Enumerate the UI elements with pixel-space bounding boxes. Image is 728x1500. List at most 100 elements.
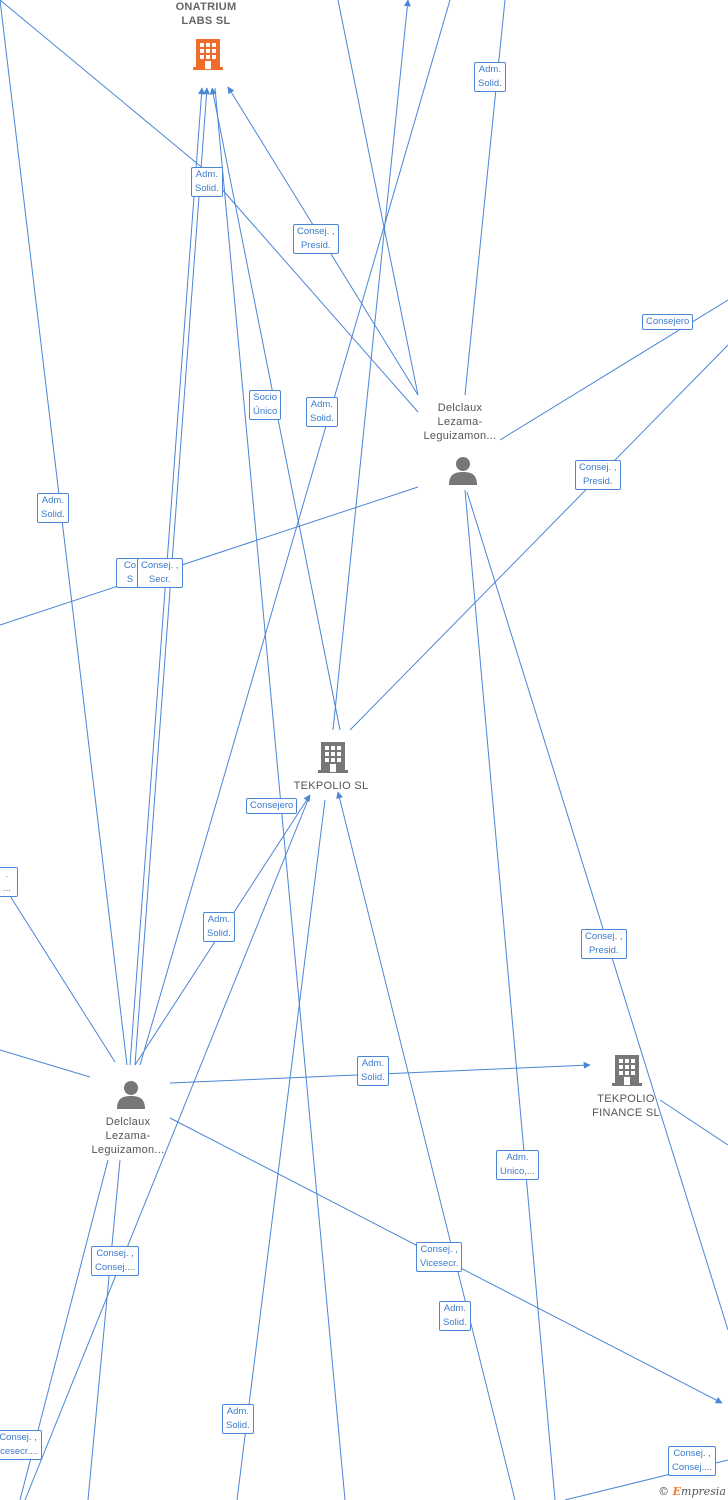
- relationship-edge: [0, 0, 128, 1066]
- edge-label[interactable]: Consej. , Secr.: [137, 558, 183, 588]
- edge-label-line: Adm.: [478, 64, 501, 75]
- edge-label-line: Consej. ,: [579, 462, 617, 473]
- person-name-line: Delclaux: [437, 402, 483, 414]
- edge-label-line: Consej....: [95, 1262, 136, 1273]
- edge-label[interactable]: Consej. , Consej....: [668, 1446, 717, 1476]
- edge-label[interactable]: Consejero: [246, 798, 298, 814]
- edge-label-line: Consej. ,: [0, 1432, 37, 1443]
- edge-label[interactable]: Adm. Solid.: [439, 1301, 471, 1331]
- edge-label-line: Consej. ,: [585, 931, 623, 942]
- company-building-icon-tekpolio[interactable]: [318, 740, 348, 774]
- copyright-icon: ©: [658, 1485, 670, 1498]
- company-name-line: LABS SL: [181, 15, 231, 27]
- company-name-line: TEKPOLIO SL: [293, 780, 369, 792]
- edge-label-line: Secr.: [148, 574, 171, 585]
- relationship-edge: [332, 0, 411, 731]
- person-name-top[interactable]: Delclaux Lezama- Leguizamon...: [410, 401, 510, 443]
- relationship-edge: [0, 879, 116, 1063]
- company-name-tekpolio[interactable]: TEKPOLIO SL: [281, 779, 381, 793]
- person-name-line: Lezama-: [105, 1130, 151, 1142]
- edge-label-line: Consejero: [646, 316, 690, 327]
- brand-logo-initial: E: [672, 1485, 682, 1498]
- company-name-tekpolio-finance[interactable]: TEKPOLIO FINANCE SL: [576, 1092, 676, 1120]
- relationship-edge: [336, 791, 516, 1500]
- edge-label-line: Solid.: [226, 1420, 250, 1431]
- relationship-edge: [204, 169, 419, 413]
- edge-label-line: Consej. ,: [96, 1248, 134, 1259]
- relationship-edge: [659, 1099, 728, 1146]
- edge-label-line: Adm.: [506, 1152, 529, 1163]
- relationship-edge: [139, 0, 451, 1066]
- relationship-edge: [464, 0, 506, 396]
- edge-label[interactable]: Consejero: [642, 314, 694, 330]
- edge-label[interactable]: Adm. Solid.: [222, 1404, 254, 1434]
- edge-label-line: Consejero: [250, 800, 294, 811]
- edge-label-line: Solid.: [207, 928, 231, 939]
- relationship-edge: [214, 87, 346, 1500]
- edge-label[interactable]: Consej. , icesecr....: [0, 1430, 43, 1460]
- edge-label[interactable]: . ...: [0, 867, 18, 897]
- edge-label-line: Único: [253, 406, 278, 417]
- edge-label-line: Consej....: [672, 1462, 713, 1473]
- edge-label-line: Solid.: [478, 78, 502, 89]
- edge-label-line: Solid.: [361, 1072, 385, 1083]
- edge-label-line: Adm.: [41, 495, 64, 506]
- edge-label-line: Presid.: [588, 945, 619, 956]
- relationship-edge: [236, 799, 326, 1500]
- edge-label-line: Unico,...: [500, 1166, 535, 1177]
- edge-label-line: Solid.: [195, 183, 219, 194]
- edge-label[interactable]: Adm. Solid.: [37, 493, 69, 523]
- company-name-line: FINANCE SL: [592, 1107, 660, 1119]
- edge-label[interactable]: Adm. Solid.: [357, 1056, 389, 1086]
- relationship-edge: [499, 299, 728, 441]
- edge-label[interactable]: Socio Único: [249, 390, 282, 420]
- relationship-edge: [87, 1159, 121, 1500]
- edge-label-line: Solid.: [443, 1317, 467, 1328]
- company-name-onatrium[interactable]: ONATRIUM LABS SL: [158, 0, 254, 28]
- company-building-icon-tekpolio-finance[interactable]: [612, 1053, 642, 1087]
- person-icon-top[interactable]: [448, 455, 478, 485]
- edge-label-line: Adm.: [226, 1406, 249, 1417]
- edge-label-line: Consej. ,: [420, 1244, 458, 1255]
- brand-logo-text: mpresia: [681, 1485, 726, 1498]
- person-name-line: Lezama-: [437, 416, 483, 428]
- edge-label[interactable]: Consej. , Vicesecr.: [416, 1242, 463, 1272]
- person-name-line: Leguizamon...: [91, 1144, 165, 1156]
- company-name-line: ONATRIUM: [175, 1, 237, 13]
- relationship-edge: [466, 491, 728, 1331]
- edge-label[interactable]: Consej. , Consej....: [91, 1246, 140, 1276]
- edge-label[interactable]: Adm. Solid.: [191, 167, 223, 197]
- edge-label-line: Consej. ,: [673, 1448, 711, 1459]
- person-name-bottom[interactable]: Delclaux Lezama- Leguizamon...: [78, 1115, 178, 1157]
- edge-label[interactable]: Adm. Solid.: [474, 62, 506, 92]
- relationship-edge: [0, 1049, 91, 1078]
- edge-label[interactable]: Adm. Unico,...: [496, 1150, 539, 1180]
- edge-label-line: Solid.: [310, 413, 334, 424]
- brand-watermark: © Empresia: [658, 1485, 726, 1498]
- person-name-line: Leguizamon...: [423, 430, 497, 442]
- relationship-edge: [0, 0, 206, 171]
- relationship-edge: [24, 794, 311, 1500]
- edge-label[interactable]: Consej. , Presid.: [581, 929, 627, 959]
- edge-label-line: Presid.: [300, 240, 331, 251]
- edge-label[interactable]: Adm. Solid.: [203, 912, 235, 942]
- relationship-edge: [464, 489, 556, 1500]
- edge-label-line: Adm.: [310, 399, 333, 410]
- edge-label[interactable]: Consej. , Presid.: [575, 460, 621, 490]
- edge-label[interactable]: Adm. Solid.: [306, 397, 338, 427]
- edge-label-line: Co: [123, 560, 137, 571]
- edge-label[interactable]: Consej. , Presid.: [293, 224, 339, 254]
- edge-label-line: Adm.: [195, 169, 218, 180]
- edge-label-line: Solid.: [41, 509, 65, 520]
- edge-label-line: Vicesecr.: [420, 1258, 459, 1269]
- edge-label-line: Socio: [253, 392, 278, 403]
- person-name-line: Delclaux: [105, 1116, 151, 1128]
- edge-label-line: Adm.: [443, 1303, 466, 1314]
- edge-label-line: Presid.: [582, 476, 613, 487]
- company-building-icon-onatrium[interactable]: [193, 37, 223, 71]
- edge-label-line: .: [5, 869, 9, 880]
- edge-label-line: ...: [3, 883, 11, 894]
- relationship-edge: [0, 486, 419, 626]
- edge-label-line: Adm.: [207, 914, 230, 925]
- person-icon-bottom[interactable]: [116, 1079, 146, 1109]
